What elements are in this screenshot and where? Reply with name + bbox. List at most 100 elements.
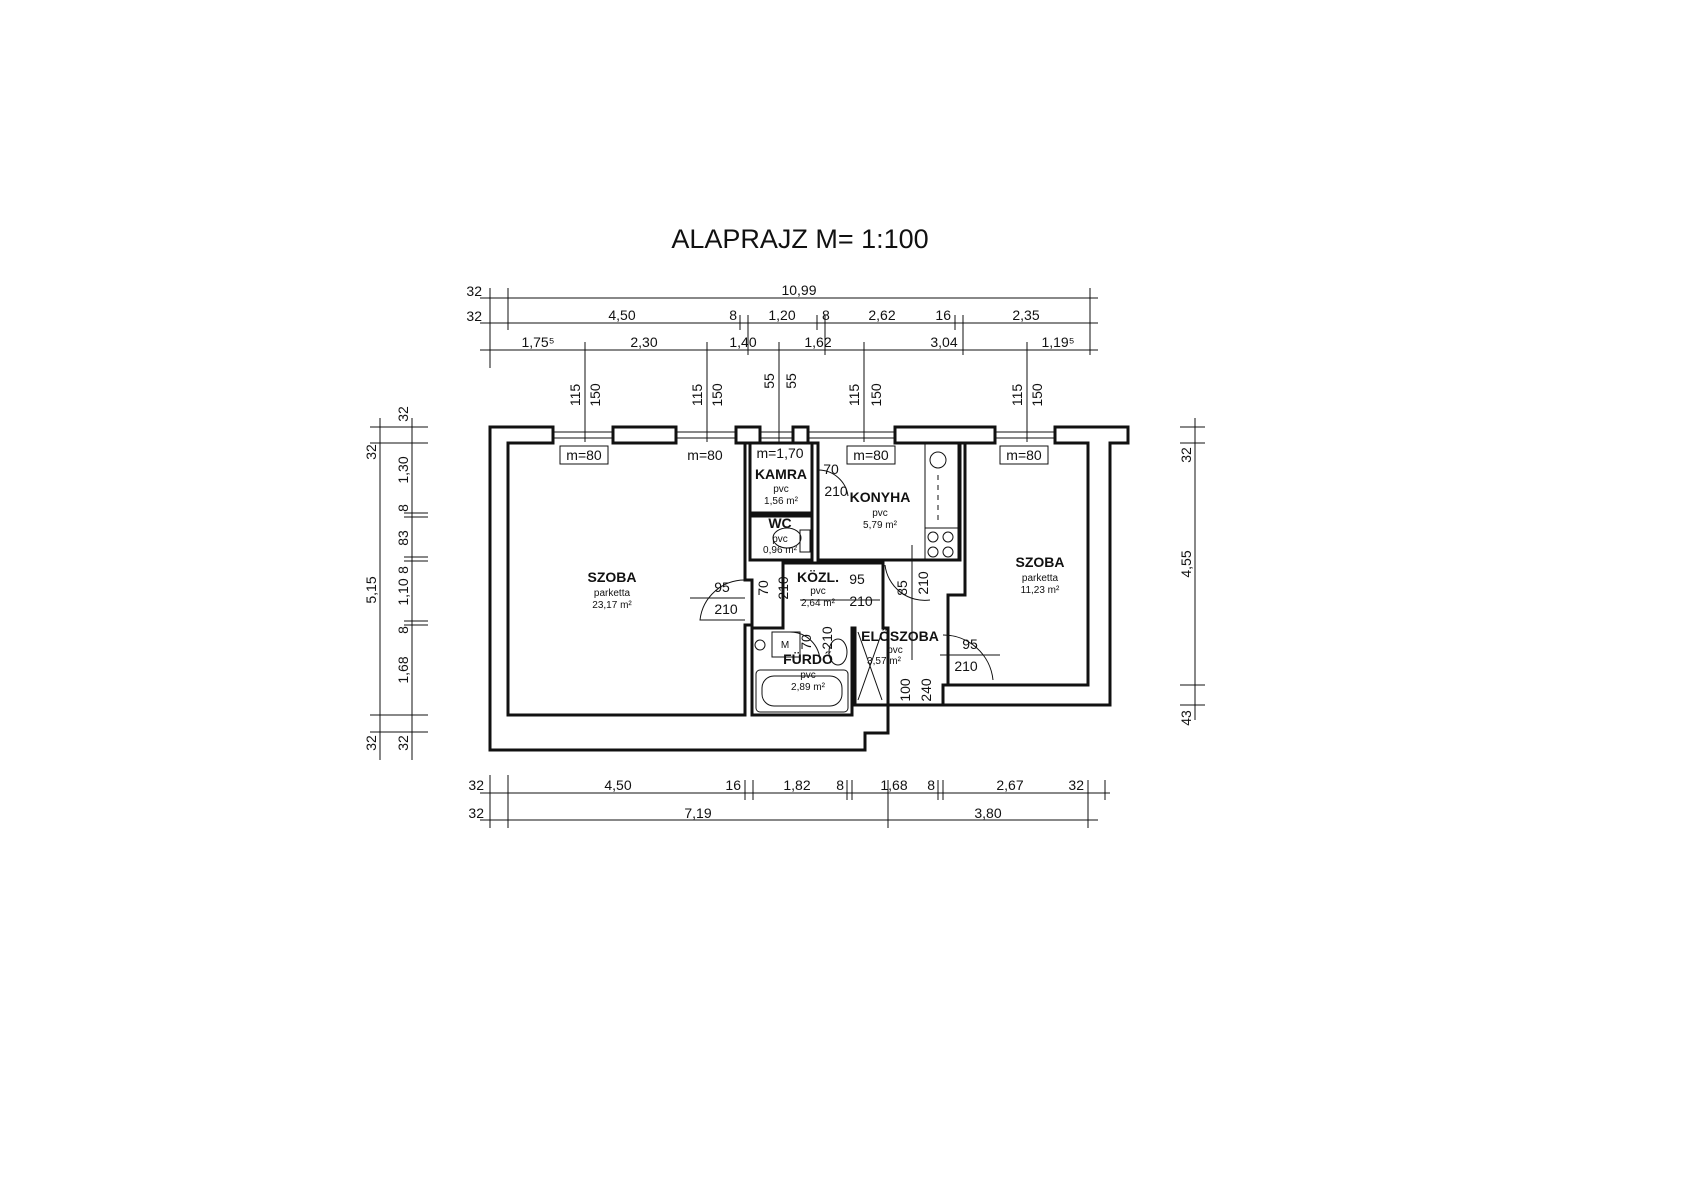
dim-text: 2,35 [1012,307,1039,323]
dim-text: 1,75⁵ [521,334,554,350]
dim-text: 1,10 [395,578,411,605]
door-label: 95 [849,571,865,587]
dimension-lines [370,288,1205,828]
bottom-dimensions: 32 4,50 16 1,82 8 1,68 8 2,67 32 32 7,19… [468,777,1084,821]
room-floor: pvc [810,586,826,597]
door-label: 70 [755,580,771,596]
door-label: 100 [897,678,913,702]
plan-title: ALAPRAJZ M= 1:100 [671,224,928,254]
room-labels: SZOBA parketta 23,17 m² KAMRA pvc 1,56 m… [588,466,1065,693]
dim-text: 8 [395,626,411,634]
room-name: KÖZL. [797,569,839,585]
dim-text: 115 [1009,384,1025,407]
door-label: 210 [714,601,738,617]
dim-text: 1,68 [395,656,411,683]
fixture-label: M [781,640,789,651]
dim-text: 32 [466,308,482,324]
dim-text: 55 [783,373,799,389]
room-floor: parketta [594,588,631,599]
dim-text: 150 [1029,383,1045,407]
door-label: 85 [894,580,910,596]
windows [553,431,1055,465]
door-label: 210 [775,576,791,600]
door-label: 240 [918,678,934,702]
dim-text: 150 [709,383,725,407]
door-label: 70 [798,634,814,650]
dim-text: 32 [363,444,379,460]
room-name: KAMRA [755,466,807,482]
window-label: m=80 [853,447,889,463]
dim-text: 1,19⁵ [1041,334,1074,350]
dim-text: 1,30 [395,456,411,483]
dim-text: 3,80 [974,805,1001,821]
dim-text: 5,15 [363,576,379,603]
dim-text: 32 [395,735,411,751]
door-label: 210 [915,571,931,595]
room-area: 3,57 m² [867,656,902,667]
dim-text: 32 [395,406,411,422]
room-name: WC [768,515,791,531]
dim-text: 150 [868,383,884,407]
dim-text: 16 [725,777,741,793]
walls [488,425,1130,752]
door-label: 95 [962,636,978,652]
dim-text: 8 [927,777,935,793]
dim-text: 150 [587,383,603,407]
room-name: ELŐSZOBA [861,627,939,644]
dim-text: 3,04 [930,334,957,350]
room-floor: parketta [1022,573,1059,584]
room-floor: pvc [773,484,789,495]
dim-text: 1,62 [804,334,831,350]
room-area: 23,17 m² [592,600,632,611]
window-label: m=80 [687,447,723,463]
dim-text: 1,40 [729,334,756,350]
dim-text: 2,67 [996,777,1023,793]
dim-text: 83 [395,530,411,546]
dim-text: 32 [468,805,484,821]
dim-text: 1,68 [880,777,907,793]
room-floor: pvc [800,670,816,681]
room-floor: pvc [872,508,888,519]
door-label: 210 [849,593,873,609]
door-label: 95 [714,579,730,595]
dim-text: 16 [935,307,951,323]
room-area: 1,56 m² [764,496,799,507]
room-name: SZOBA [588,569,637,585]
door-label: 210 [824,483,848,499]
room-floor: pvc [887,645,903,656]
top-dimensions: 32 10,99 32 4,50 8 1,20 8 2,62 16 2,35 1… [466,282,1074,407]
dim-text: 1,20 [768,307,795,323]
dim-text: 55 [761,373,777,389]
dim-text: 2,30 [630,334,657,350]
window-label: m=1,70 [756,445,803,461]
dim-text: 32 [468,777,484,793]
room-name: KONYHA [850,489,911,505]
dim-text: 1,82 [783,777,810,793]
dim-text: 8 [395,566,411,574]
window-label: m=80 [1006,447,1042,463]
dim-text: 4,50 [604,777,631,793]
dim-text: 8 [729,307,737,323]
dim-text: 10,99 [781,282,816,298]
door-labels: 70 210 95 210 70 210 95 210 85 210 70 21… [714,461,978,702]
dim-text: 115 [689,384,705,407]
room-area: 0,96 m² [763,545,798,556]
room-name: FÜRDŐ [783,650,833,667]
dim-text: 115 [567,384,583,407]
door-label: 210 [819,626,835,650]
dim-text: 32 [363,735,379,751]
dim-text: 8 [836,777,844,793]
room-area: 5,79 m² [863,520,898,531]
dim-text: 32 [1178,447,1194,463]
dim-text: 32 [466,283,482,299]
dim-text: 32 [1068,777,1084,793]
room-floor: pvc [772,534,788,545]
dim-text: 4,50 [608,307,635,323]
room-area: 2,64 m² [801,598,836,609]
doors [690,442,1000,713]
dim-text: 7,19 [684,805,711,821]
room-area: 2,89 m² [791,682,826,693]
room-area: 11,23 m² [1021,585,1060,596]
dim-text: 4,55 [1178,550,1194,577]
